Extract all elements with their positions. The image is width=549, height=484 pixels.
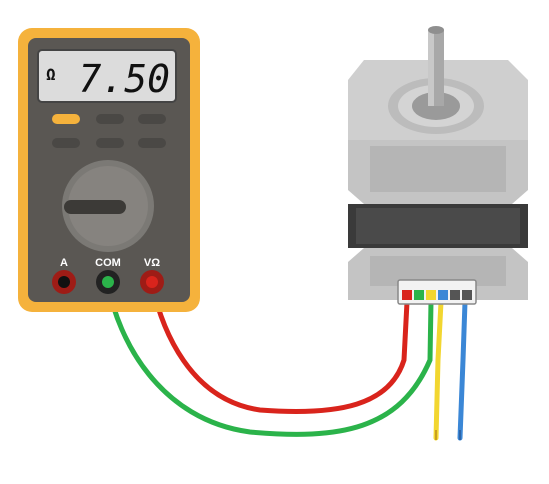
blue-motor-wire xyxy=(457,299,468,441)
function-button-highlight[interactable] xyxy=(52,114,80,124)
function-button-2[interactable] xyxy=(96,114,124,124)
red-probe-lead xyxy=(149,281,410,414)
jack-com[interactable] xyxy=(96,270,120,294)
rotary-dial-icon[interactable] xyxy=(62,160,154,252)
lcd-screen xyxy=(37,49,177,103)
function-button-3[interactable] xyxy=(138,114,166,124)
multimeter: Ω 7.50 A COM VΩ xyxy=(18,28,200,312)
jack-a[interactable] xyxy=(52,270,76,294)
jack-label-v-ohm: VΩ xyxy=(144,257,160,269)
yellow-motor-wire xyxy=(433,299,444,441)
function-button-4[interactable] xyxy=(52,138,80,148)
ohm-icon: Ω xyxy=(46,65,56,84)
shaft-icon xyxy=(428,26,444,106)
motor-connector xyxy=(397,279,477,305)
function-button-6[interactable] xyxy=(138,138,166,148)
stepper-motor xyxy=(348,26,528,305)
jack-v-ohm[interactable] xyxy=(140,270,164,294)
function-button-5[interactable] xyxy=(96,138,124,148)
green-probe-lead xyxy=(105,281,434,437)
jack-label-a: A xyxy=(60,257,68,269)
jack-label-com: COM xyxy=(95,257,121,269)
lcd-reading: 7.50 xyxy=(78,57,170,101)
